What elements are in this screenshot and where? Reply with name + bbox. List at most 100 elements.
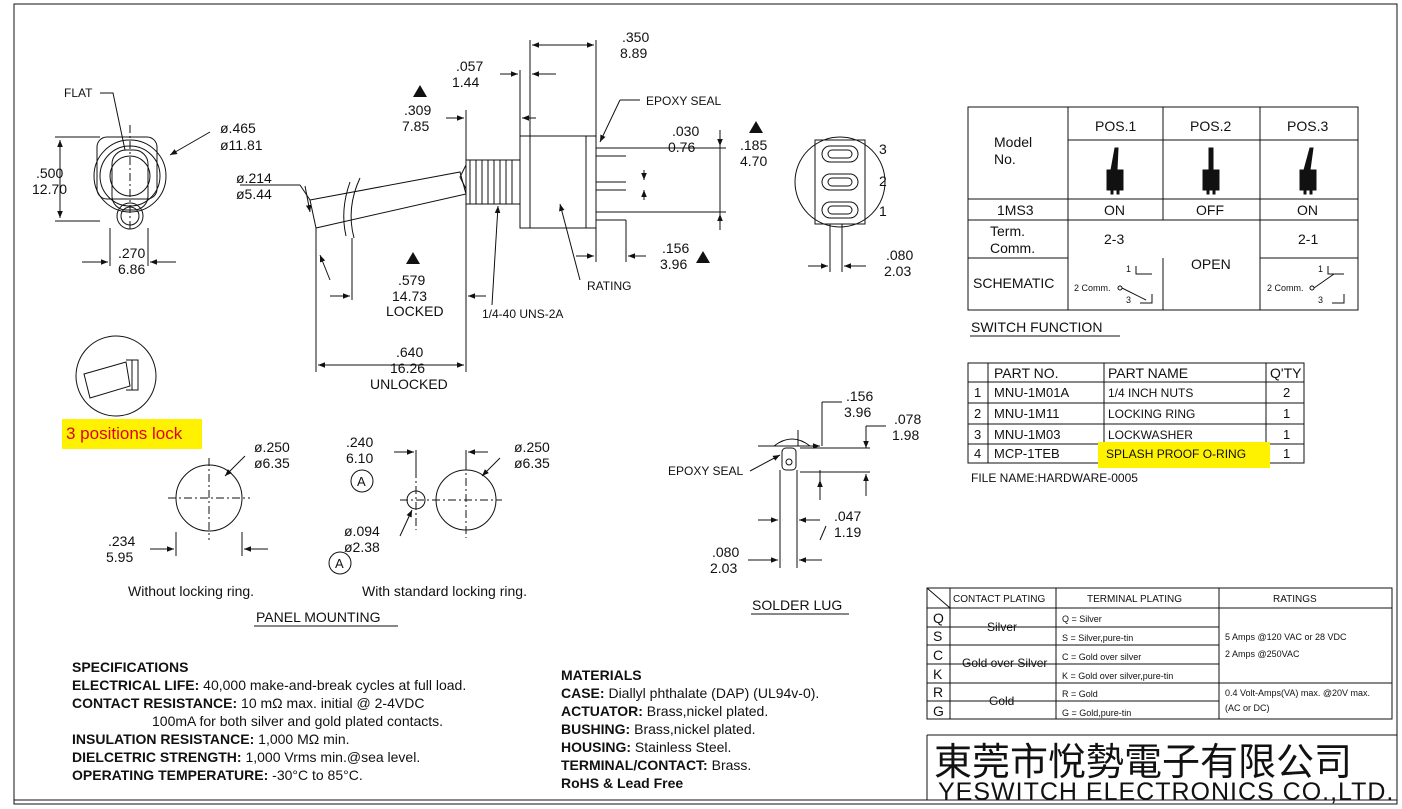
- dim-w270: .270: [118, 245, 145, 261]
- parts-row-part: MNU-1M03: [994, 427, 1060, 442]
- parts-row-no: 1: [974, 385, 981, 400]
- terminal-plating: G = Gold,pure-tin: [1062, 708, 1131, 718]
- model-pos1-state: ON: [1104, 202, 1125, 218]
- dim-h1270: 12.70: [32, 181, 67, 197]
- dim-solder-d119: 1.19: [834, 524, 861, 540]
- dim-d080-rear: .080: [886, 247, 913, 263]
- terminal-plating: K = Gold over silver,pure-tin: [1062, 671, 1173, 681]
- term-label-2: Comm.: [990, 240, 1035, 256]
- sheet-border: [13, 3, 1398, 805]
- spec-line: INSULATION RESISTANCE: 1,000 MΩ min.: [72, 731, 350, 747]
- dim-solder-d080: .080: [712, 544, 739, 560]
- dim-d309: .309: [404, 102, 431, 118]
- front-view: [55, 92, 211, 266]
- material-line: ACTUATOR: Brass,nickel plated.: [561, 703, 768, 719]
- ratings-header-terminal: TERMINAL PLATING: [1087, 594, 1182, 605]
- dim-w686: 6.86: [118, 261, 145, 277]
- thread-label: 1/4-40 UNS-2A: [482, 307, 563, 321]
- datum-marker-a: A: [357, 474, 366, 489]
- dim-solder-d198: 1.98: [892, 427, 919, 443]
- file-name: FILE NAME:HARDWARE-0005: [971, 471, 1138, 485]
- company-name-cn: 東莞市悅勢電子有限公司: [934, 740, 1352, 784]
- model-pos2-state: OFF: [1196, 202, 1224, 218]
- ratings-table: [926, 587, 1393, 720]
- parts-header-qty: Q'TY: [1270, 365, 1302, 381]
- spec-line: CONTACT RESISTANCE: 10 mΩ max. initial @…: [72, 695, 424, 711]
- note-triangle: [406, 252, 420, 264]
- lock-callout-highlight: [62, 419, 202, 449]
- parts-header-partname: PART NAME: [1108, 365, 1188, 381]
- schematic-comm-pos1: 2 Comm.: [1074, 283, 1111, 293]
- rating-label: RATING: [587, 279, 631, 293]
- pos2-header: POS.2: [1190, 118, 1231, 134]
- parts-row-qty: 1: [1283, 446, 1290, 461]
- specs-heading: SPECIFICATIONS: [72, 659, 188, 675]
- spec-line: OPERATING TEMPERATURE: -30°C to 85°C.: [72, 767, 363, 783]
- contact-plating: Gold over Silver: [962, 656, 1047, 670]
- epoxy-seal-label: EPOXY SEAL: [646, 94, 721, 108]
- parts-row-part: MNU-1M11: [994, 406, 1060, 421]
- solder-lug-title: SOLDER LUG: [752, 597, 842, 613]
- dim-panel-d635b: ø6.35: [514, 455, 550, 471]
- dim-panel-d595: 5.95: [106, 549, 133, 565]
- dim-d579: .579: [398, 272, 425, 288]
- spec-line: DIELCETRIC STRENGTH: 1,000 Vrms min.@sea…: [72, 749, 420, 765]
- schematic-label: SCHEMATIC: [973, 275, 1054, 291]
- ratings-header-ratings: RATINGS: [1273, 594, 1317, 605]
- dim-d156: .156: [662, 240, 689, 256]
- flat-label: FLAT: [64, 86, 93, 100]
- schematic-1-pos3: 1: [1318, 264, 1323, 274]
- plating-code: C: [933, 647, 943, 663]
- terminal-plating: Q = Silver: [1062, 614, 1102, 624]
- plating-code: S: [933, 628, 942, 644]
- pos3-header: POS.3: [1287, 118, 1328, 134]
- material-line: CASE: Diallyl phthalate (DAP) (UL94v-0).: [561, 685, 819, 701]
- dim-d1181: ø11.81: [220, 137, 263, 153]
- parts-row-qty: 2: [1283, 385, 1290, 400]
- ratings-header-contact: CONTACT PLATING: [953, 594, 1045, 605]
- term-pos1: 2-3: [1104, 231, 1124, 247]
- dim-d185: .185: [740, 137, 767, 153]
- dim-d350: .350: [622, 29, 649, 45]
- dim-d470: 4.70: [740, 153, 767, 169]
- parts-row-part: MNU-1M01A: [994, 385, 1069, 400]
- material-line: TERMINAL/CONTACT: Brass.: [561, 757, 751, 773]
- dim-panel-d238: ø2.38: [344, 539, 380, 555]
- schematic-1-pos1: 1: [1126, 264, 1131, 274]
- pos1-header: POS.1: [1095, 118, 1136, 134]
- dim-d544: ø5.44: [236, 186, 272, 202]
- terminal-1-label: 1: [879, 203, 887, 219]
- plating-code: R: [933, 684, 943, 700]
- materials-heading: MATERIALS: [561, 667, 642, 683]
- terminal-plating: R = Gold: [1062, 689, 1098, 699]
- side-view: [240, 40, 726, 372]
- dim-panel-d610: 6.10: [346, 450, 373, 466]
- dim-d144: 1.44: [452, 74, 479, 90]
- panel-mounting-title: PANEL MOUNTING: [256, 609, 380, 625]
- dim-d203-rear: 2.03: [884, 263, 911, 279]
- term-label-1: Term.: [990, 223, 1025, 239]
- rating-text: 5 Amps @120 VAC or 28 VDC: [1225, 632, 1347, 642]
- title-block: [926, 734, 1397, 800]
- material-line: BUSHING: Brass,nickel plated.: [561, 721, 756, 737]
- dim-panel-d094: ø.094: [344, 523, 380, 539]
- unlocked-label: UNLOCKED: [370, 376, 448, 392]
- parts-row-name: SPLASH PROOF O-RING: [1106, 447, 1246, 461]
- parts-row-qty: 1: [1283, 406, 1290, 421]
- schematic-3-pos3: 3: [1318, 295, 1323, 305]
- rear-view: [794, 136, 886, 272]
- dim-d889: 8.89: [620, 45, 647, 61]
- model-number: 1MS3: [997, 202, 1034, 218]
- dim-solder-d156: .156: [846, 388, 873, 404]
- terminal-plating: S = Silver,pure-tin: [1062, 633, 1133, 643]
- terminal-plating: C = Gold over silver: [1062, 652, 1141, 662]
- terminal-3-label: 3: [879, 141, 887, 157]
- company-name-en: YESWITCH ELECTRONICS CO.,LTD.: [938, 778, 1394, 806]
- datum-marker-a-2: A: [335, 556, 344, 571]
- dim-d214: ø.214: [236, 170, 272, 186]
- material-line: HOUSING: Stainless Steel.: [561, 739, 731, 755]
- parts-row-no: 3: [974, 427, 981, 442]
- dim-d076: 0.76: [668, 139, 695, 155]
- parts-row-qty: 1: [1283, 427, 1290, 442]
